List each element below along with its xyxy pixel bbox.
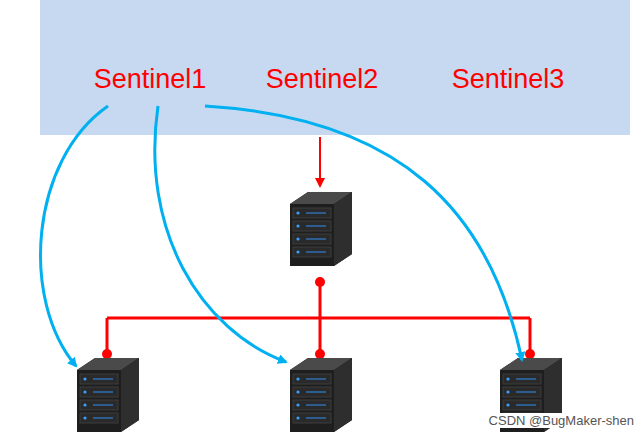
- replication-bus: [107, 282, 530, 354]
- slave-server: [77, 358, 139, 432]
- sentinel-label: Sentinel1: [90, 62, 211, 97]
- sentinel-monitor-arrows: [41, 106, 522, 366]
- sentinel-label: Sentinel3: [448, 62, 569, 97]
- sentinel-name: Sentinel3: [452, 64, 565, 94]
- bus-dots: [102, 277, 535, 359]
- sentinel-label: Sentinel2: [262, 62, 383, 97]
- watermark: CSDN @BugMaker-shen: [487, 413, 636, 428]
- sentinel-name: Sentinel2: [266, 64, 379, 94]
- slave-server: [290, 358, 352, 432]
- sentinel-band: [40, 0, 630, 135]
- master-server: [290, 192, 352, 266]
- sentinel-name: Sentinel1: [94, 64, 207, 94]
- monitor-arrow: [319, 137, 321, 186]
